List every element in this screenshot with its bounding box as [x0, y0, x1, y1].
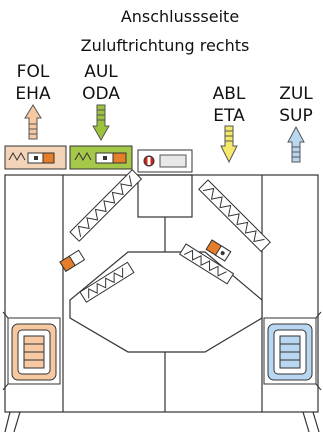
port-fol-sub: EHA — [15, 84, 51, 104]
filter-left-icon — [4, 145, 67, 170]
port-aul-code: AUL — [84, 62, 118, 82]
port-fol-code: FOL — [17, 62, 50, 82]
header-line2: Zuluftrichtung rechts — [81, 36, 250, 55]
port-aul-sub: ODA — [82, 84, 120, 104]
arrow-up-fol-icon — [24, 104, 42, 140]
port-abl-code: ABL — [213, 84, 246, 104]
arrow-down-abl-icon — [220, 125, 238, 164]
port-abl-sub: ETA — [213, 106, 245, 126]
exchanger-strip-mid-right-icon — [178, 243, 235, 285]
port-zul-code: ZUL — [279, 84, 313, 104]
sensor-left-icon — [59, 249, 86, 273]
header-line1: Anschlussseite — [121, 7, 239, 26]
port-zul-sub: SUP — [279, 106, 313, 126]
sensor-right-icon — [205, 239, 232, 262]
arrow-down-aul-icon — [92, 104, 110, 142]
control-panel-icon — [137, 149, 193, 173]
fan-right-icon — [263, 311, 322, 391]
exchanger-strip-top-left-icon — [69, 169, 143, 242]
fan-left-icon — [2, 311, 61, 391]
exchanger-strip-mid-left-icon — [79, 261, 135, 303]
arrow-up-zul-icon — [287, 125, 305, 163]
exchanger-strip-top-right-icon — [198, 179, 271, 253]
filter-mid-icon — [69, 145, 133, 170]
